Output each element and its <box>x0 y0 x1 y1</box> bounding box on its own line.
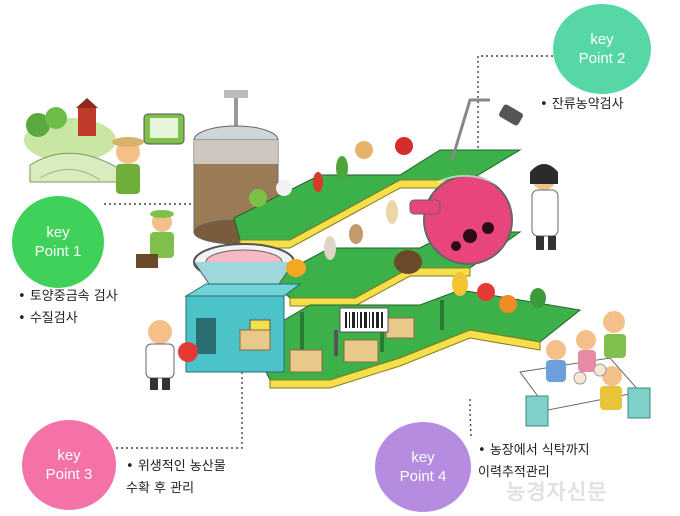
key-point-4-notes: 농장에서 식탁까지 이력추적관리 <box>478 440 590 484</box>
key-point-2-note: 잔류농약검사 <box>540 94 624 116</box>
key-point-1-note: 수질검사 <box>18 308 118 330</box>
key-point-4-badge: key Point 4 <box>375 422 471 512</box>
key-point-4-note: 농장에서 식탁까지 <box>478 440 590 462</box>
key-point-2-line1: key <box>590 31 614 48</box>
leader-line-3 <box>116 370 243 449</box>
key-point-1-line2: Point 1 <box>34 243 82 260</box>
key-point-2-badge: key Point 2 <box>553 4 651 94</box>
leader-line-2 <box>477 55 553 160</box>
leader-line-4 <box>469 396 472 437</box>
produce-boxes <box>239 317 415 373</box>
barcode-sign <box>334 307 389 356</box>
key-point-1-notes: 토양중금속 검사 수질검사 <box>18 286 118 330</box>
key-point-3-line2: Point 3 <box>45 466 93 483</box>
key-point-4-note: 이력추적관리 <box>478 465 550 480</box>
key-point-3-note: 수확 후 관리 <box>126 481 195 496</box>
residue-test-flask <box>409 98 523 265</box>
publisher-watermark: 농경자신문 <box>506 480 608 504</box>
dining-table-scene <box>519 311 651 427</box>
key-point-4-line2: Point 4 <box>399 468 447 485</box>
scientist <box>530 164 559 250</box>
key-point-1-badge: key Point 1 <box>12 196 104 288</box>
key-point-2-line2: Point 2 <box>578 50 626 67</box>
key-point-2-notes: 잔류농약검사 <box>540 94 624 116</box>
farm-scene <box>24 98 144 194</box>
key-point-3-note: 위생적인 농산물 <box>126 456 226 478</box>
key-point-4-line1: key <box>411 449 435 466</box>
washing-machine <box>184 243 302 373</box>
produce-characters <box>249 137 546 313</box>
farmer <box>136 210 174 268</box>
key-point-3-notes: 위생적인 농산물 수확 후 관리 <box>126 456 226 500</box>
worker <box>145 320 198 390</box>
key-point-1-line1: key <box>46 224 70 241</box>
key-point-3-badge: key Point 3 <box>22 420 116 510</box>
key-point-3-line1: key <box>57 447 81 464</box>
key-point-1-note: 토양중금속 검사 <box>18 286 118 308</box>
